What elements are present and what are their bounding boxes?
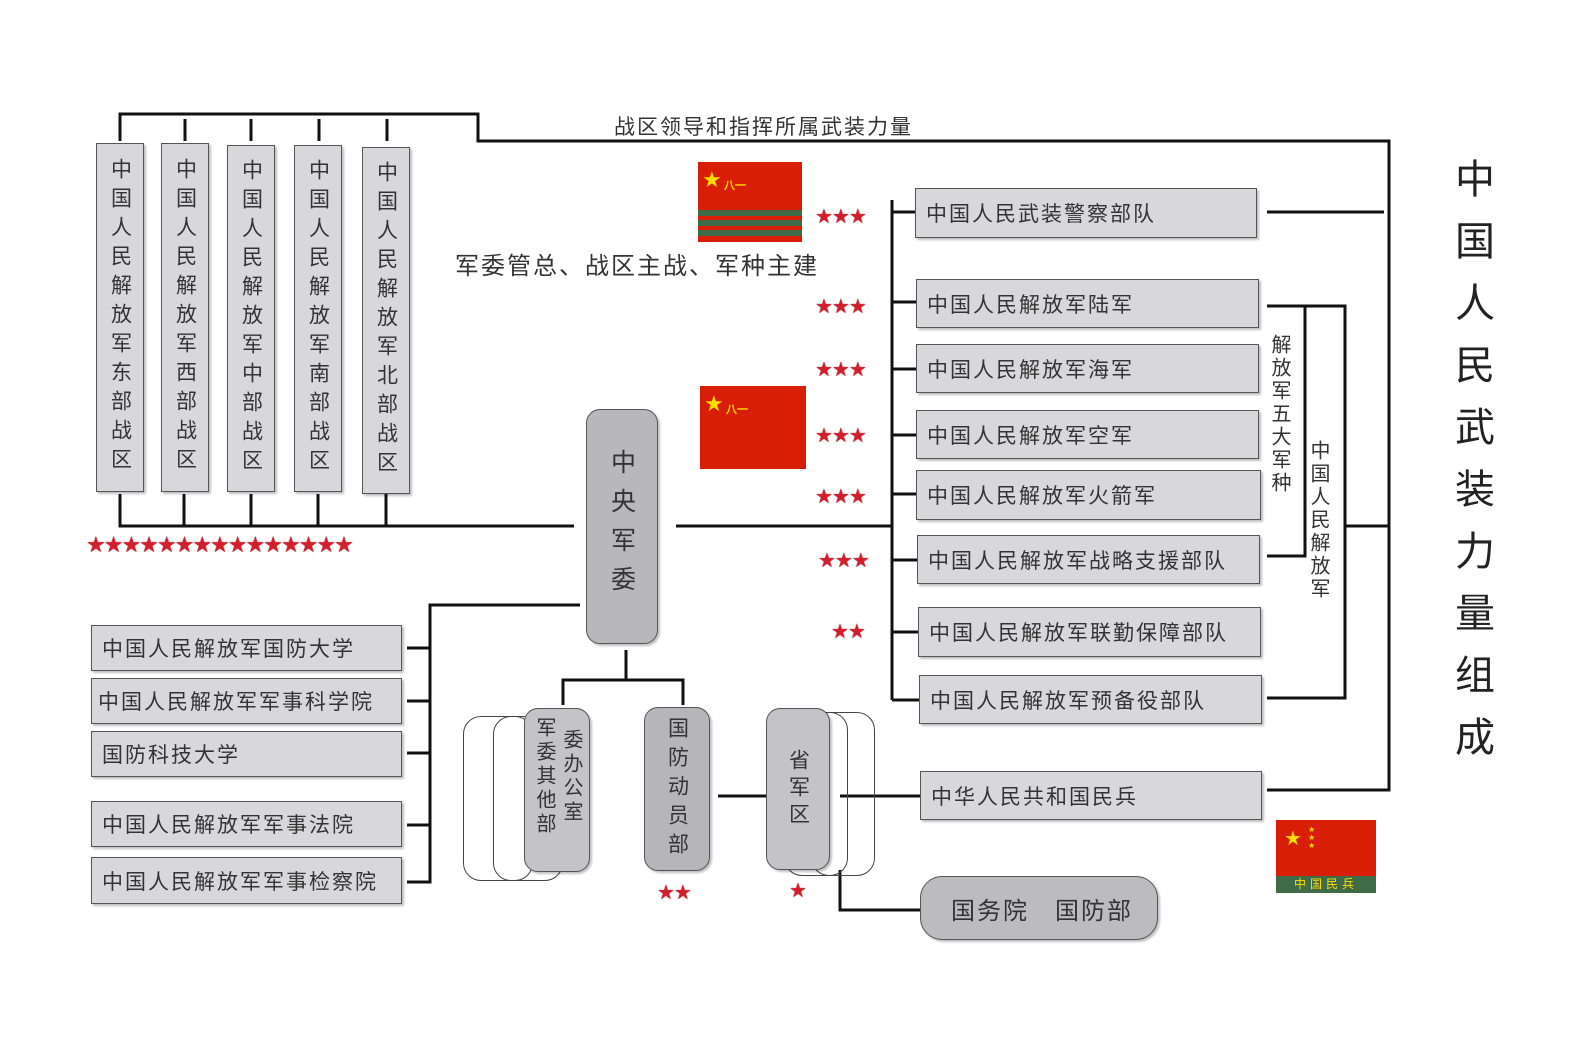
office-label: 委办公室 — [560, 729, 584, 825]
academy-ams[interactable]: 中国人民解放军军事科学院 — [91, 678, 402, 724]
academy-ndu[interactable]: 中国人民解放军国防大学 — [91, 625, 402, 671]
five-services-label: 解放军五大军种 — [1268, 334, 1292, 495]
slogan: 军委管总、战区主战、军种主建 — [455, 252, 819, 280]
pla-label: 中国人民解放军 — [1307, 440, 1331, 601]
pla-army-flag: ★八一 — [698, 162, 802, 242]
top-caption: 战区领导和指挥所属武装力量 — [614, 115, 913, 139]
theater-east[interactable]: 中国人民解放军东部战区 — [96, 143, 144, 492]
unit-logistic-support[interactable]: 中国人民解放军联勤保障部队 — [918, 607, 1261, 657]
unit-air-force[interactable]: 中国人民解放军空军 — [916, 410, 1259, 459]
other-depts-label: 军委其他部 — [533, 717, 557, 837]
stars-provincial: ★ — [789, 878, 807, 902]
theater-stars: ★★★★★★★★★★★★★★★ — [86, 533, 354, 558]
unit-strategic-support[interactable]: 中国人民解放军战略支援部队 — [917, 535, 1260, 584]
theater-south[interactable]: 中国人民解放军南部战区 — [294, 145, 342, 492]
theater-north[interactable]: 中国人民解放军北部战区 — [362, 147, 410, 494]
militia-flag-label: 中国民兵 — [1276, 876, 1376, 893]
provincial-military-district[interactable]: 省军区 — [766, 708, 830, 870]
stars-rocket-force: ★★★ — [815, 484, 867, 508]
stars-strategic-support: ★★★ — [818, 548, 870, 572]
unit-reserve[interactable]: 中国人民解放军预备役部队 — [919, 675, 1262, 724]
stars-mobilization: ★★ — [657, 880, 692, 904]
stars-armed-police: ★★★ — [815, 204, 867, 228]
stars-air-force: ★★★ — [815, 423, 867, 447]
military-procuratorate[interactable]: 中国人民解放军军事检察院 — [91, 857, 402, 904]
main-title: 中国人民武装力量组成 — [1448, 158, 1494, 778]
central-military-commission[interactable]: 中央军委 — [586, 409, 658, 644]
academy-nudt[interactable]: 国防科技大学 — [91, 731, 402, 777]
national-defense-mobilization-dept[interactable]: 国防动员部 — [644, 707, 710, 871]
unit-navy[interactable]: 中国人民解放军海军 — [916, 344, 1259, 393]
stars-army: ★★★ — [815, 294, 867, 318]
state-council-ministry-of-defense[interactable]: 国务院 国防部 — [920, 876, 1158, 940]
unit-militia[interactable]: 中华人民共和国民兵 — [920, 771, 1262, 820]
unit-armed-police[interactable]: 中国人民武装警察部队 — [915, 188, 1257, 238]
theater-west[interactable]: 中国人民解放军西部战区 — [161, 143, 209, 492]
theater-central[interactable]: 中国人民解放军中部战区 — [227, 145, 275, 492]
unit-rocket-force[interactable]: 中国人民解放军火箭军 — [916, 470, 1261, 520]
office-and-other-depts[interactable]: 军委其他部 委办公室 — [524, 708, 590, 872]
unit-army[interactable]: 中国人民解放军陆军 — [916, 279, 1259, 328]
pla-flag: ★八一 — [700, 386, 806, 469]
military-court[interactable]: 中国人民解放军军事法院 — [91, 801, 402, 847]
militia-flag: ★ ★★★ 中国民兵 — [1276, 820, 1376, 893]
stars-logistic-support: ★★ — [831, 619, 866, 643]
stars-navy: ★★★ — [815, 357, 867, 381]
